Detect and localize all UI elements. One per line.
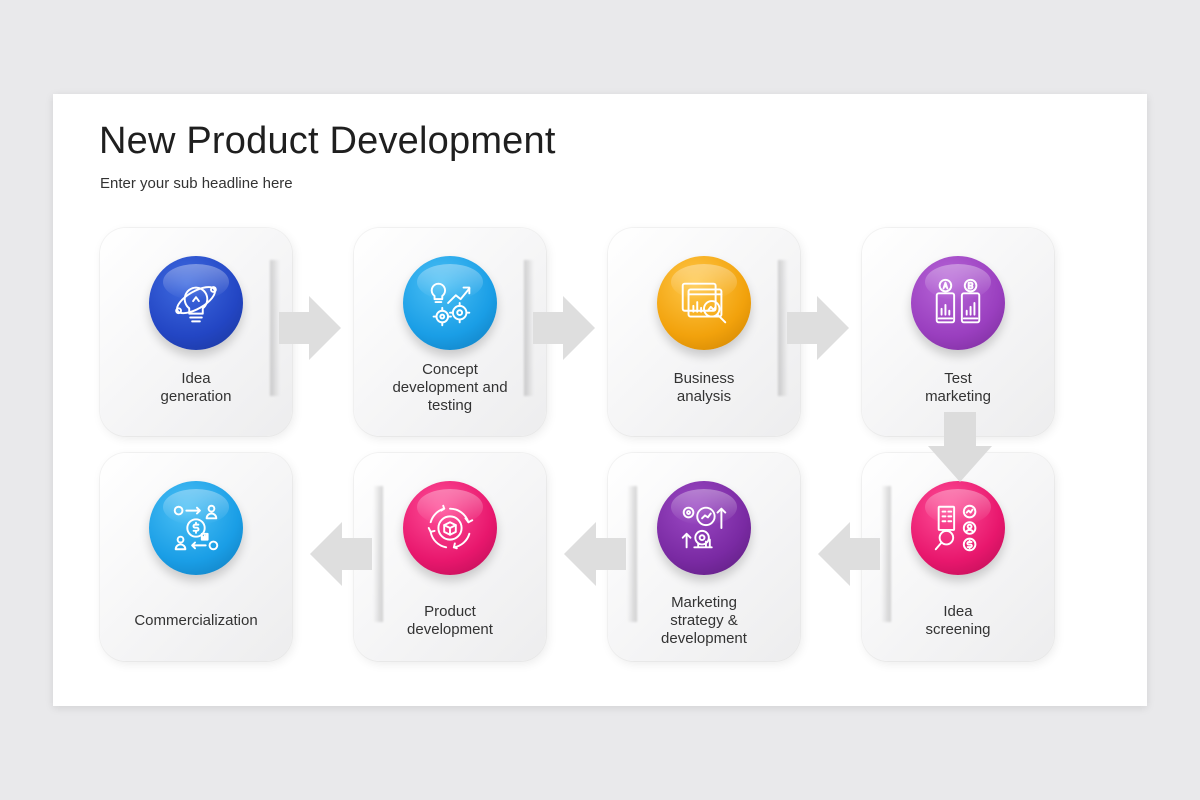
card-shadow-edge: [778, 260, 788, 396]
step-label: Marketing strategy & development: [661, 594, 747, 647]
step-card-business-analysis: Business analysis: [608, 228, 800, 436]
step-label: Concept development and testing: [392, 361, 508, 414]
step-circle: [657, 481, 751, 575]
screening-checklist-icon: [934, 504, 977, 552]
card-shadow-edge: [627, 486, 637, 622]
step-circle: [657, 256, 751, 350]
page-title: New Product Development: [99, 120, 556, 162]
product-cycle-gear-icon: [427, 504, 474, 550]
step-card-test-marketing: Test marketing: [862, 228, 1054, 436]
card-shadow-edge: [881, 486, 891, 622]
arrow-left-icon: [818, 522, 880, 586]
step-circle: [403, 256, 497, 350]
arrow-right-icon: [533, 296, 595, 360]
step-card-idea-screening: Idea screening: [862, 453, 1054, 661]
analytics-magnifier-icon: [681, 282, 727, 324]
step-circle: [403, 481, 497, 575]
arrow-down-icon: [928, 412, 992, 482]
step-circle: [149, 481, 243, 575]
money-cycle-icon: [173, 504, 219, 551]
ab-test-phones-icon: [935, 278, 981, 324]
idea-growth-gears-icon: [430, 282, 471, 327]
arrow-right-icon: [787, 296, 849, 360]
step-label: Idea generation: [160, 370, 232, 405]
strategy-growth-icon: [681, 506, 727, 549]
step-card-product-development: Product development: [354, 453, 546, 661]
arrow-right-icon: [279, 296, 341, 360]
step-label: Business analysis: [673, 370, 735, 405]
step-label: Commercialization: [134, 612, 258, 629]
step-card-idea-generation: Idea generation: [100, 228, 292, 436]
card-shadow-edge: [524, 260, 534, 396]
step-circle: [911, 256, 1005, 350]
slide: New Product Development Enter your sub h…: [53, 94, 1147, 706]
step-label: Idea screening: [925, 603, 991, 638]
step-label: Test marketing: [925, 370, 991, 405]
card-shadow-edge: [270, 260, 280, 396]
card-shadow-edge: [373, 486, 383, 622]
arrow-left-icon: [310, 522, 372, 586]
step-circle: [911, 481, 1005, 575]
arrow-left-icon: [564, 522, 626, 586]
step-card-commercialization: Commercialization: [100, 453, 292, 661]
step-label: Product development: [407, 603, 493, 638]
lightbulb-gear-icon: [175, 286, 217, 323]
step-card-concept-development: Concept development and testing: [354, 228, 546, 436]
step-card-marketing-strategy: Marketing strategy & development: [608, 453, 800, 661]
step-circle: [149, 256, 243, 350]
page-subtitle: Enter your sub headline here: [100, 175, 293, 192]
